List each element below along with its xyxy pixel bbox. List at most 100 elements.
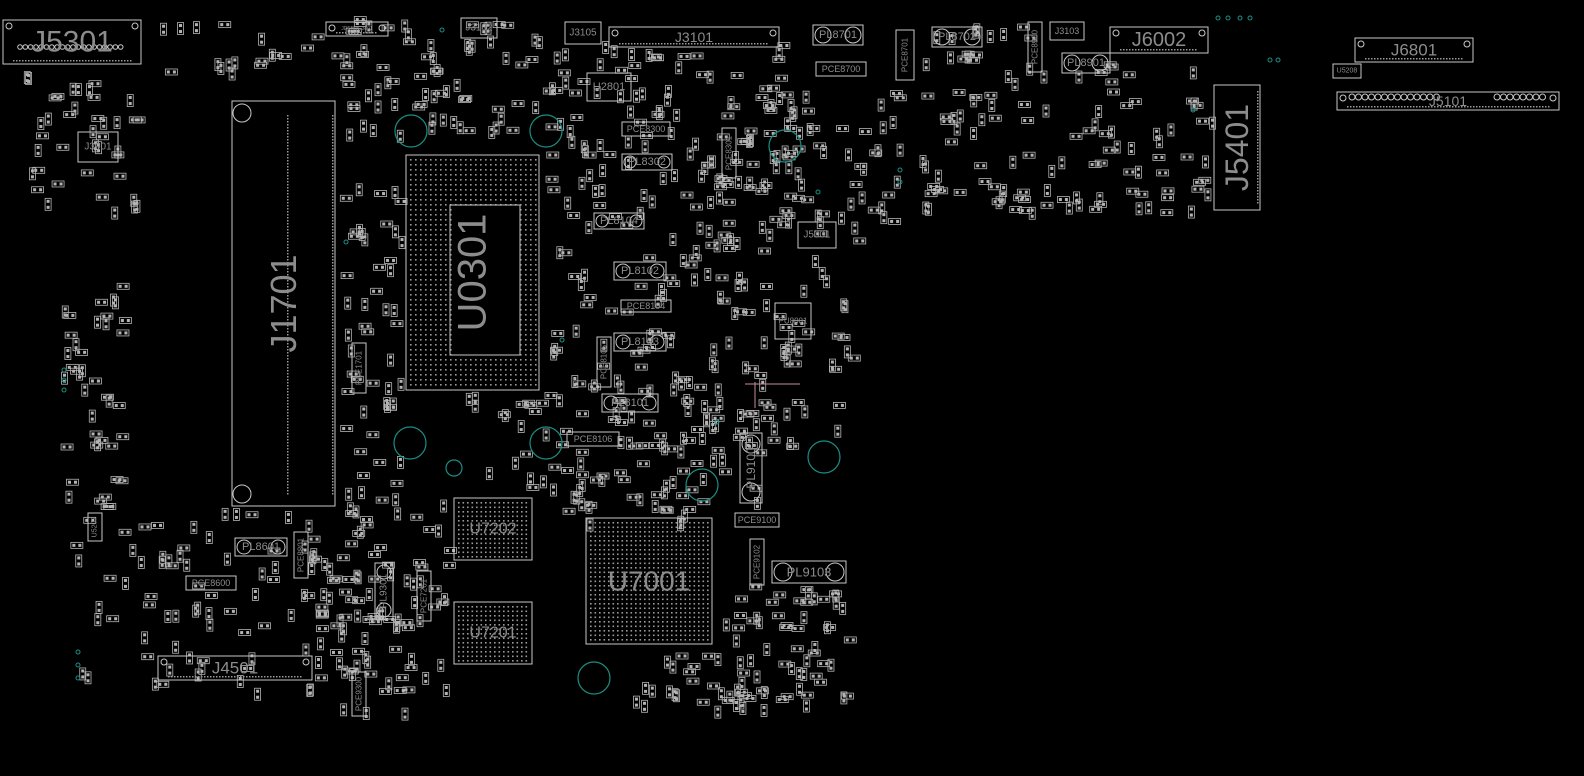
component-j3901[interactable]: J3901: [77, 131, 119, 163]
component-j6801[interactable]: J6801: [1354, 37, 1474, 63]
component-pl8701[interactable]: PL8701: [812, 24, 864, 46]
passive-component: [735, 175, 742, 189]
component-pce8105[interactable]: PCE8105: [596, 336, 612, 388]
passive-component: [787, 99, 795, 112]
component-j3102[interactable]: J3102: [460, 17, 498, 39]
component-pl8901[interactable]: PL8901: [1061, 52, 1111, 74]
passive-component: [984, 91, 998, 99]
passive-component: [817, 595, 831, 603]
component-pce8300[interactable]: PCE8300: [621, 121, 671, 137]
component-j5401[interactable]: J5401: [1213, 84, 1261, 211]
component-pce8301[interactable]: PCE8301: [721, 127, 737, 179]
passive-component: [380, 220, 394, 228]
passive-component: [366, 379, 380, 387]
component-outline: [734, 512, 780, 528]
component-label: PL8701: [819, 29, 857, 41]
component-pce9100[interactable]: PCE9100: [734, 512, 780, 528]
component-pce8801[interactable]: PCE8801: [293, 531, 309, 579]
component-label: PCE8300: [627, 124, 666, 134]
passive-component: [341, 665, 349, 679]
component-pl8302[interactable]: PL8302: [621, 153, 673, 171]
passive-component: [672, 371, 679, 385]
passive-component: [561, 467, 574, 474]
passive-component: [365, 588, 373, 601]
component-j5101[interactable]: J5101: [1336, 91, 1560, 111]
component-label: PCE8105: [600, 344, 609, 379]
component-pl9100[interactable]: PL9100: [739, 432, 763, 504]
component-pce9102[interactable]: PCE9102: [749, 538, 765, 586]
passive-component: [471, 399, 479, 413]
component-pl9103[interactable]: PL9103: [771, 560, 847, 584]
passive-component: [766, 228, 774, 242]
component-j5301[interactable]: J5301: [2, 19, 142, 65]
passive-component: [675, 61, 683, 75]
passive-component: [722, 198, 736, 206]
component-pce1701[interactable]: PCE1701: [351, 342, 367, 394]
passive-component: [947, 51, 954, 65]
component-j3105[interactable]: J3105: [564, 21, 602, 45]
passive-component: [307, 535, 321, 543]
component-label: J5301: [31, 26, 113, 59]
component-u0301[interactable]: U0301: [405, 154, 540, 391]
component-j6002[interactable]: J6002: [1109, 26, 1209, 54]
component-pl8104[interactable]: PL8104: [593, 212, 645, 230]
passive-component: [48, 94, 62, 102]
component-pl9301[interactable]: PL9301: [374, 562, 394, 620]
component-j3103[interactable]: J3103: [1049, 21, 1085, 41]
passive-component: [527, 472, 534, 486]
passive-component: [105, 442, 119, 450]
component-pce8104[interactable]: PCE8104: [620, 299, 672, 313]
passive-component: [83, 516, 97, 524]
component-pce8900[interactable]: PCE8900: [1027, 21, 1043, 73]
passive-component: [696, 221, 704, 235]
passive-component: [1094, 69, 1108, 76]
passive-component: [934, 169, 942, 183]
component-u2801[interactable]: U2801: [586, 72, 632, 102]
component-pce8106[interactable]: PCE8106: [566, 431, 620, 447]
connector-pins: [1365, 58, 1463, 60]
passive-component: [636, 460, 650, 468]
component-u7202[interactable]: U7202: [453, 497, 533, 561]
passive-component: [365, 20, 373, 34]
component-pl8702[interactable]: PL8702: [931, 26, 983, 48]
passive-component: [722, 219, 736, 227]
passive-component: [577, 278, 585, 291]
component-pce8701[interactable]: PCE8701: [895, 29, 915, 81]
component-pl8102[interactable]: PL8102: [613, 261, 667, 281]
component-pu8001[interactable]: PU8001: [774, 302, 812, 340]
component-j5001[interactable]: J5001: [797, 221, 837, 249]
passive-component: [858, 191, 866, 205]
component-pl8601[interactable]: PL8601: [234, 537, 288, 557]
passive-component: [701, 400, 709, 413]
component-pce8600[interactable]: PCE8600: [185, 575, 237, 591]
passive-component: [317, 637, 324, 651]
component-u5208[interactable]: U5208: [1332, 63, 1362, 79]
passive-component: [995, 196, 1003, 210]
passive-component: [1189, 66, 1197, 80]
passive-component: [422, 88, 430, 101]
component-pce9300[interactable]: PCE9300: [351, 671, 367, 717]
component-j1701[interactable]: J1701: [231, 100, 336, 507]
component-pl8103[interactable]: PL8103: [613, 332, 667, 352]
component-j3101[interactable]: J3101: [608, 26, 780, 48]
component-jdebug3801[interactable]: JDEBUG3801: [325, 21, 389, 37]
component-u7201[interactable]: U7201: [453, 601, 533, 665]
component-pl8101[interactable]: PL8101: [601, 393, 659, 413]
passive-component: [90, 441, 104, 449]
passive-component: [1145, 201, 1153, 215]
component-pce8700[interactable]: PCE8700: [815, 61, 867, 77]
passive-component: [633, 89, 640, 103]
passive-component: [1193, 178, 1207, 186]
passive-component: [76, 367, 83, 381]
passive-component: [1095, 105, 1103, 118]
component-j4501[interactable]: J4501: [157, 655, 313, 681]
passive-component: [880, 211, 888, 225]
component-u5207[interactable]: U5207: [87, 512, 103, 542]
component-pce7261[interactable]: PCE7261: [416, 570, 432, 622]
component-u7001[interactable]: U7001: [585, 517, 713, 645]
passive-component: [98, 493, 112, 501]
via: [897, 179, 903, 185]
connector-pins: [619, 43, 768, 45]
